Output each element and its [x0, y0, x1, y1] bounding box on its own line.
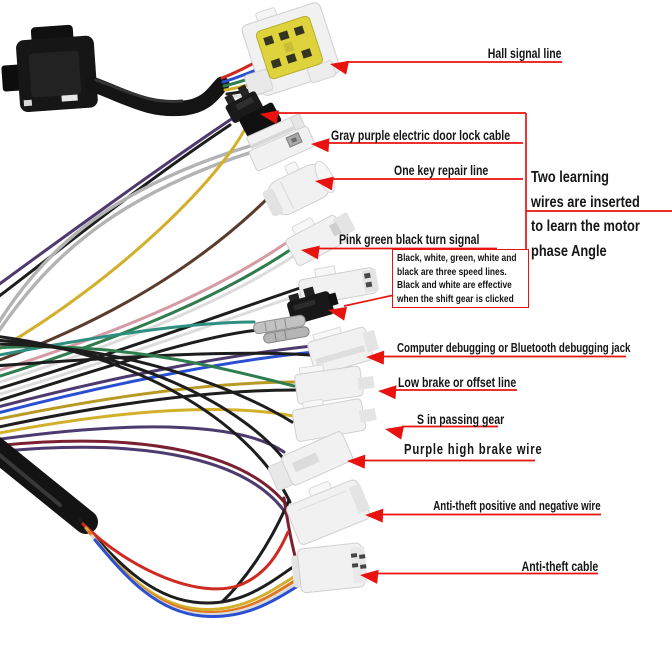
label-anti-theft-pn: Anti-theft positive and negative wire — [433, 499, 601, 513]
note-speed-line-1: Black, white, green, white and — [397, 252, 517, 264]
note-speed-line-3: Black and white are effective — [397, 279, 512, 291]
black-connector-top-left — [1, 24, 98, 112]
note-learning-line-1: Two learning — [531, 169, 609, 186]
learning-wire-terminals — [253, 314, 310, 344]
note-learning-line-3: to learn the motor — [531, 218, 640, 235]
turn-signal-connector — [285, 212, 356, 266]
high-brake-connector — [267, 431, 353, 491]
label-anti-theft-cable: Anti-theft cable — [521, 559, 598, 574]
note-speed-lines-box: Black, white, green, white and black are… — [392, 249, 529, 308]
note-learning-wires: Two learning wires are inserted to learn… — [531, 166, 640, 264]
label-low-brake: Low brake or offset line — [398, 375, 517, 390]
anti-theft-cable-sheath — [0, 437, 98, 534]
note-speed-line-2: black are three speed lines. — [397, 265, 507, 278]
passing-gear-connector — [291, 398, 377, 442]
door-lock-black-connector — [224, 84, 282, 138]
note-learning-line-4: phase Angle — [531, 242, 607, 260]
anti-theft-pn-connector — [286, 479, 371, 545]
note-speed-line-4: when the shift gear is clicked — [397, 292, 514, 305]
note-learning-line-2: wires are inserted — [531, 193, 640, 211]
door-lock-connector — [246, 112, 316, 172]
label-high-brake: Purple high brake wire — [404, 442, 543, 458]
hall-plug-connector — [241, 2, 341, 97]
annotation-arrows — [260, 60, 672, 584]
label-one-key-repair: One key repair line — [394, 163, 489, 178]
anti-theft-cable-connector — [291, 542, 368, 594]
label-debug-jack: Computer debugging or Bluetooth debuggin… — [397, 341, 631, 355]
label-hall-signal: Hall signal line — [488, 46, 562, 61]
one-key-repair-connector — [262, 160, 336, 217]
label-turn-signal: Pink green black turn signal — [339, 232, 480, 247]
label-door-lock: Gray purple electric door lock cable — [331, 128, 511, 143]
low-brake-connector — [294, 364, 375, 405]
debug-jack-connector — [307, 326, 380, 376]
wire-harness-bundle — [0, 116, 316, 604]
label-passing-gear: S in passing gear — [417, 412, 505, 427]
anti-theft-cable-wires — [78, 518, 308, 619]
